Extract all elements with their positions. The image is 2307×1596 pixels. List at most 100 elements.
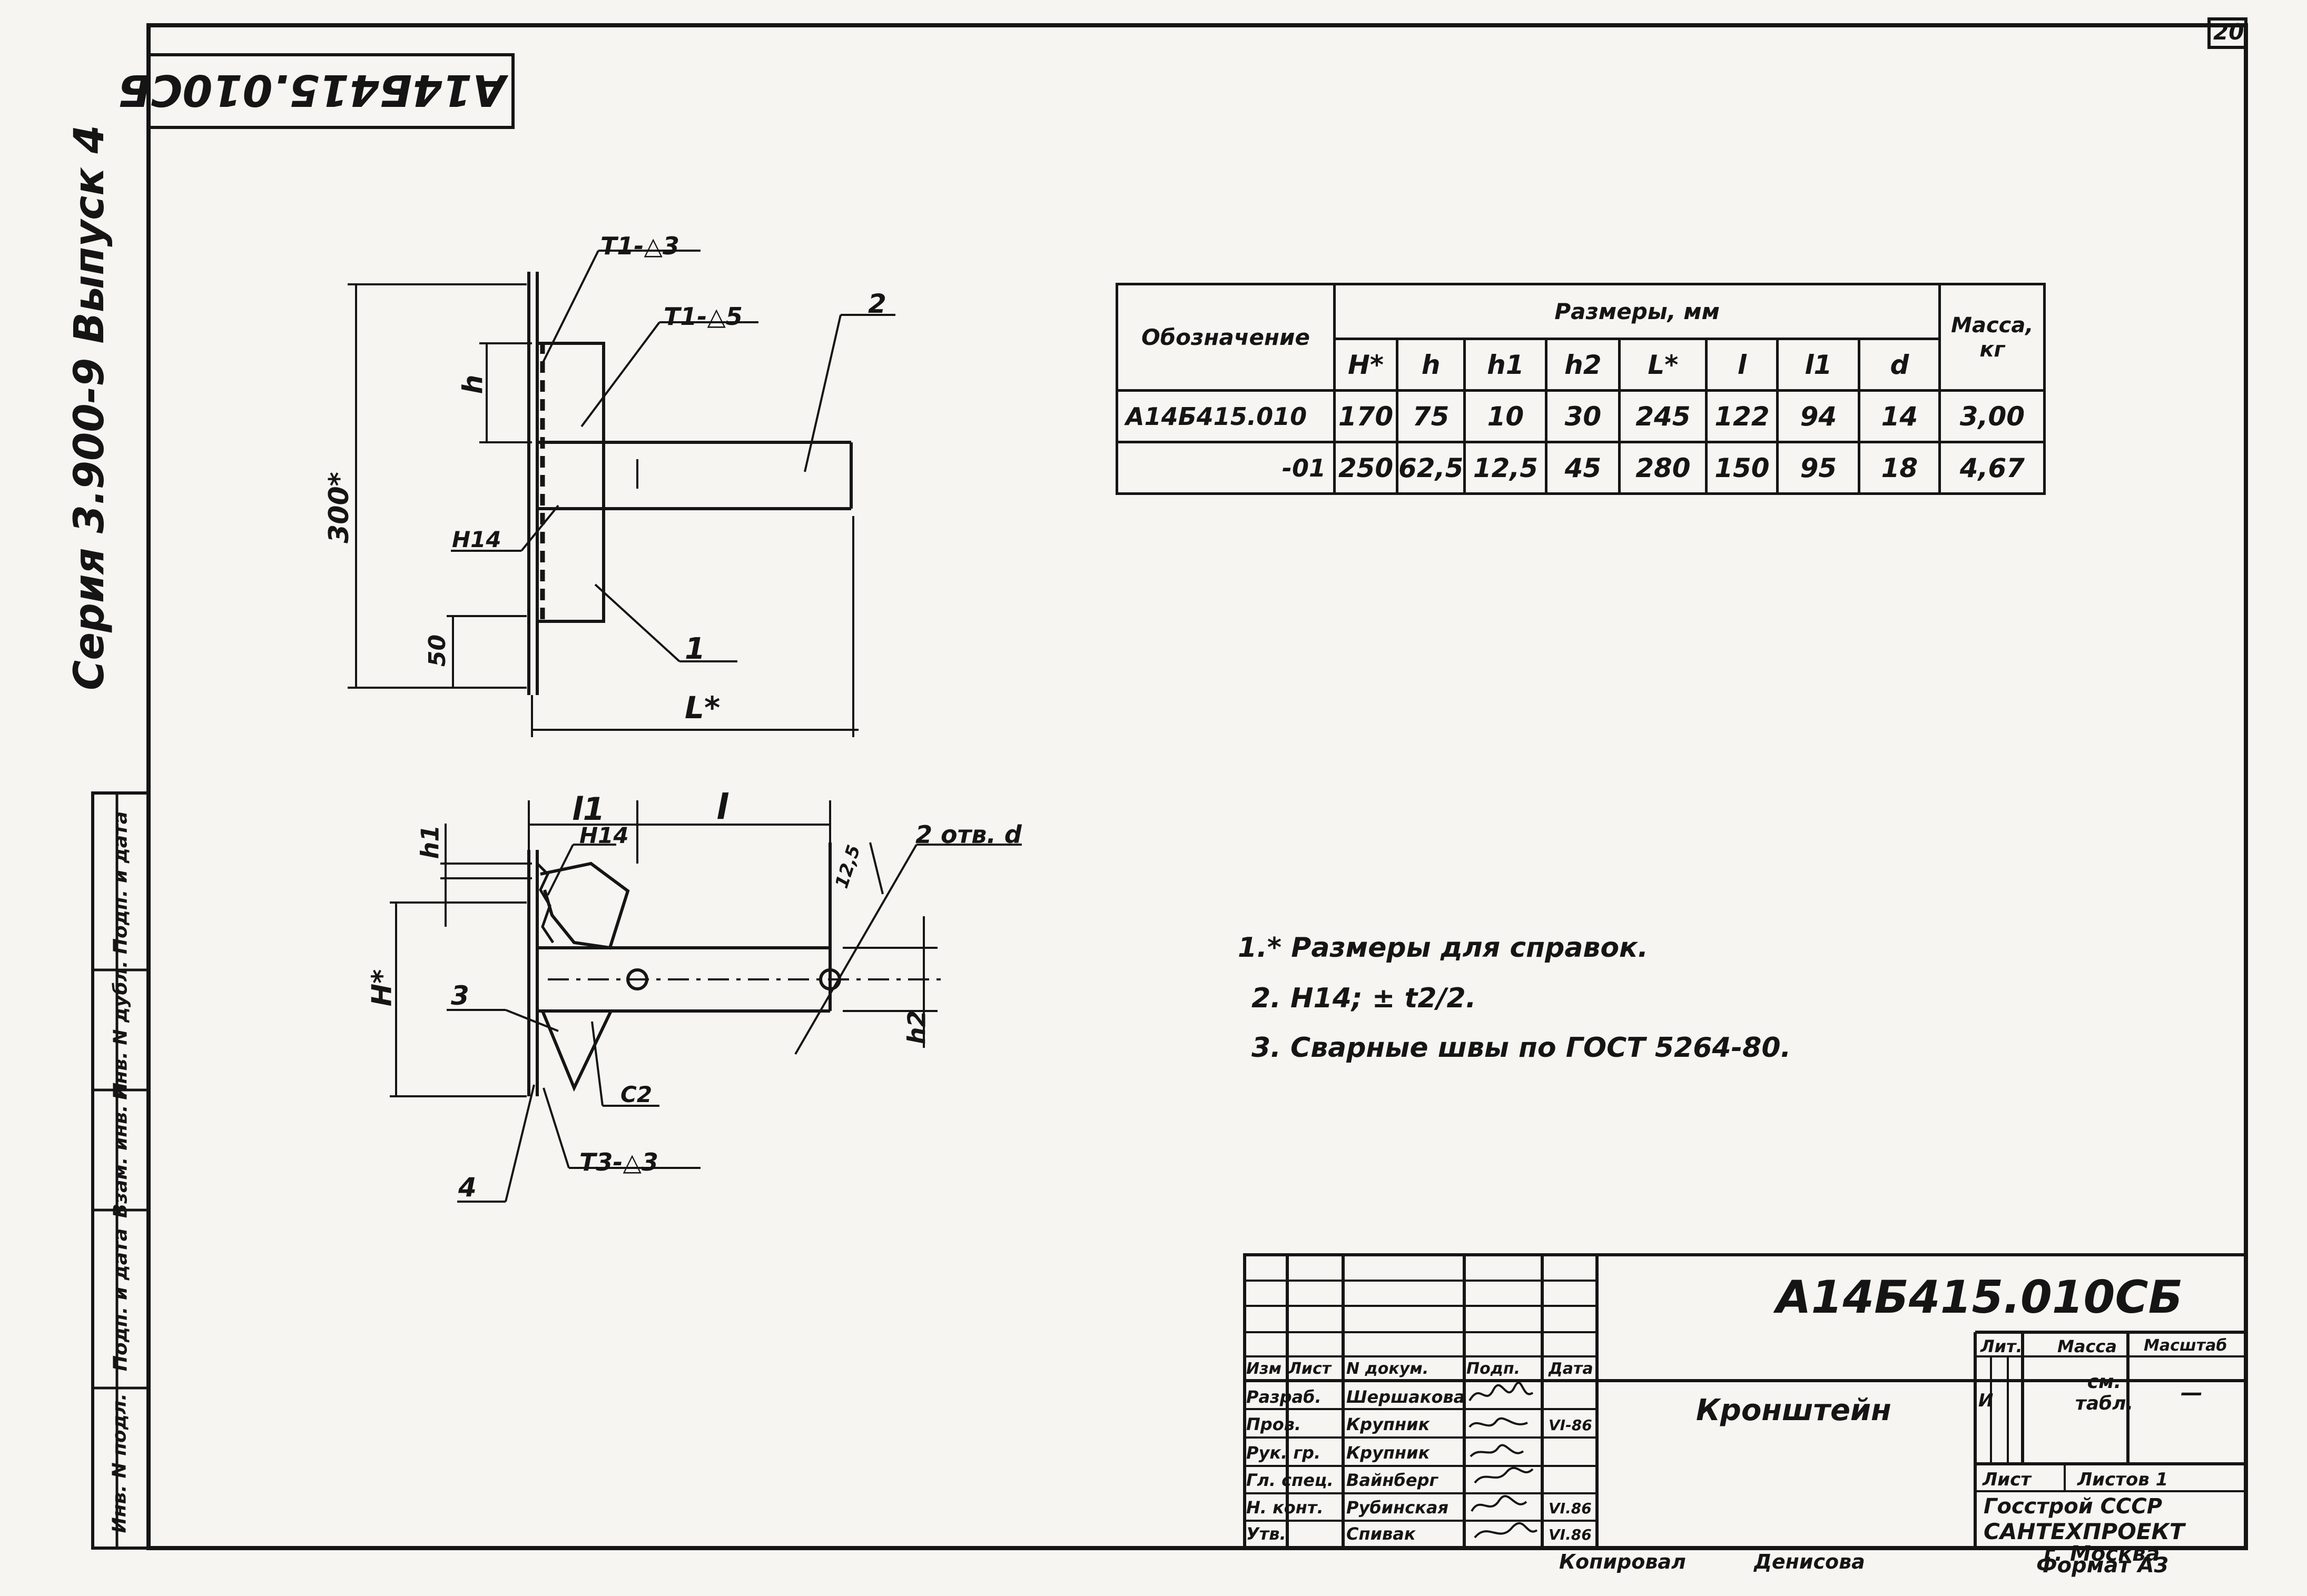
weld-label-t1-3: Т1-△3 bbox=[600, 232, 679, 260]
row1-h2: 30 bbox=[1545, 389, 1621, 443]
person-4: Вайнберг bbox=[1346, 1470, 1438, 1490]
position-1-label: 1 bbox=[685, 632, 705, 666]
row1-H: 170 bbox=[1333, 389, 1398, 443]
table-row: А14Б415.010 170 75 10 30 245 122 94 14 3… bbox=[1116, 389, 2046, 443]
dimensions-table: Обозначение Размеры, мм Масса, кг H* h h… bbox=[1116, 283, 2046, 495]
person-5: Рубинская bbox=[1346, 1498, 1449, 1518]
dim-l1-label: l1 bbox=[572, 791, 605, 828]
sizes-header: Размеры, мм bbox=[1333, 283, 1941, 340]
dim-50-label: 50 bbox=[424, 634, 451, 667]
mass-value: см. табл. bbox=[2075, 1371, 2134, 1414]
series-label: Серия 3.900-9 Выпуск 4 bbox=[66, 125, 113, 690]
person-2: Крупник bbox=[1346, 1414, 1430, 1434]
role-3: Рук. гр. bbox=[1246, 1443, 1321, 1463]
role-5: Н. конт. bbox=[1246, 1498, 1324, 1518]
weld-label-c2: С2 bbox=[620, 1082, 653, 1107]
designation-header: Обозначение bbox=[1116, 283, 1336, 392]
person-6: Спивак bbox=[1346, 1524, 1416, 1544]
col-H: H* bbox=[1333, 338, 1398, 392]
org-line-3: г. Москва bbox=[2044, 1542, 2160, 1566]
title-code: А14Б415.010СБ bbox=[1776, 1271, 2183, 1324]
copied-name: Денисова bbox=[1754, 1550, 1865, 1573]
position-2-label: 2 bbox=[868, 289, 886, 319]
col-l: l bbox=[1705, 338, 1779, 392]
col-d: d bbox=[1858, 338, 1941, 392]
sheets-label: Листов 1 bbox=[2077, 1469, 2168, 1490]
role-2: Пров. bbox=[1246, 1414, 1302, 1434]
scale-label: Масштаб bbox=[2144, 1336, 2227, 1355]
dim-H-label: H* bbox=[366, 969, 398, 1007]
weld-label-t1-5: Т1-△5 bbox=[664, 302, 743, 331]
side-inv-no: Инв. N подл. bbox=[109, 1393, 131, 1533]
row2-d: 18 bbox=[1858, 441, 1941, 495]
date-5: VI.86 bbox=[1549, 1500, 1592, 1517]
row1-l1: 94 bbox=[1776, 389, 1861, 443]
row2-H: 250 bbox=[1333, 441, 1398, 495]
hdr-izm: Изм bbox=[1246, 1360, 1282, 1378]
row1-h1: 10 bbox=[1463, 389, 1548, 443]
row1-mass: 3,00 bbox=[1938, 389, 2046, 443]
row1-designation: А14Б415.010 bbox=[1116, 389, 1336, 443]
lit-value: И bbox=[1978, 1390, 1994, 1411]
dim-l-label: l bbox=[716, 787, 728, 827]
row1-h: 75 bbox=[1395, 389, 1466, 443]
row2-h2: 45 bbox=[1545, 441, 1621, 495]
lit-label: Лит. bbox=[1980, 1336, 2023, 1356]
row2-mass: 4,67 bbox=[1938, 441, 2046, 495]
dim-L-label: L* bbox=[685, 690, 721, 726]
person-1: Шершакова bbox=[1346, 1387, 1465, 1407]
col-h: h bbox=[1395, 338, 1466, 392]
mass-label: Масса bbox=[2057, 1336, 2117, 1356]
note-1: 1.* Размеры для справок. bbox=[1238, 932, 1649, 964]
title-block-grid bbox=[1243, 1253, 2247, 1549]
weld-label-h1: Н14 bbox=[579, 822, 629, 848]
holes-label: 2 отв. d bbox=[915, 820, 1022, 849]
side-dup-inv: Инв. N дубл. bbox=[110, 960, 132, 1100]
role-4: Гл. спец. bbox=[1246, 1470, 1334, 1490]
title-name: Кронштейн bbox=[1696, 1393, 1891, 1428]
note-3: 3. Сварные швы по ГОСТ 5264-80. bbox=[1251, 1032, 1791, 1064]
hdr-date: Дата bbox=[1549, 1360, 1593, 1378]
org-line-1: Госстрой СССР bbox=[1984, 1494, 2163, 1519]
side-sign-date-2: Подп. и дата bbox=[110, 811, 132, 955]
dim-h1-label: h1 bbox=[416, 825, 445, 859]
col-h1: h1 bbox=[1463, 338, 1548, 392]
row1-L: 245 bbox=[1618, 389, 1708, 443]
row2-h1: 12,5 bbox=[1463, 441, 1548, 495]
col-L: L* bbox=[1618, 338, 1708, 392]
position-3-label: 3 bbox=[451, 980, 469, 1011]
row2-l: 150 bbox=[1705, 441, 1779, 495]
date-6: VI.86 bbox=[1549, 1526, 1592, 1543]
row2-L: 280 bbox=[1618, 441, 1708, 495]
weld-label-t3-3: Т3-△3 bbox=[579, 1148, 658, 1176]
role-6: Утв. bbox=[1246, 1524, 1286, 1544]
signatures bbox=[1468, 1382, 1538, 1539]
org-line-2: САНТЕХПРОЕКТ bbox=[1984, 1519, 2185, 1544]
scale-value: — bbox=[2181, 1380, 2203, 1405]
col-l1: l1 bbox=[1776, 338, 1861, 392]
person-3: Крупник bbox=[1346, 1443, 1430, 1463]
stamp-code: А14Б415.010СБ bbox=[117, 65, 506, 115]
role-1: Разраб. bbox=[1246, 1387, 1322, 1407]
format-label: Формат А3 bbox=[2036, 1553, 2169, 1578]
hdr-sign: Подп. bbox=[1466, 1360, 1521, 1378]
page-number: 20 bbox=[2213, 19, 2244, 45]
row1-d: 14 bbox=[1858, 389, 1941, 443]
copied-label: Копировал bbox=[1559, 1550, 1686, 1573]
col-h2: h2 bbox=[1545, 338, 1621, 392]
sheet-label: Лист bbox=[1983, 1469, 2031, 1490]
row2-l1: 95 bbox=[1776, 441, 1861, 495]
hdr-list: Лист bbox=[1288, 1360, 1332, 1378]
dim-300-label: 300* bbox=[323, 472, 355, 543]
position-4-label: 4 bbox=[458, 1172, 477, 1203]
mass-header: Масса, кг bbox=[1938, 283, 2046, 392]
dim-h1-tol-label: Н14 bbox=[452, 527, 501, 552]
side-sign-date-1: Подп. и дата bbox=[110, 1228, 132, 1372]
row2-designation: -01 bbox=[1116, 441, 1336, 495]
note-2: 2. Н14; ± t2/2. bbox=[1251, 983, 1476, 1014]
row2-h: 62,5 bbox=[1395, 441, 1466, 495]
row1-l: 122 bbox=[1705, 389, 1779, 443]
dim-h2-label: h2 bbox=[902, 1010, 931, 1045]
